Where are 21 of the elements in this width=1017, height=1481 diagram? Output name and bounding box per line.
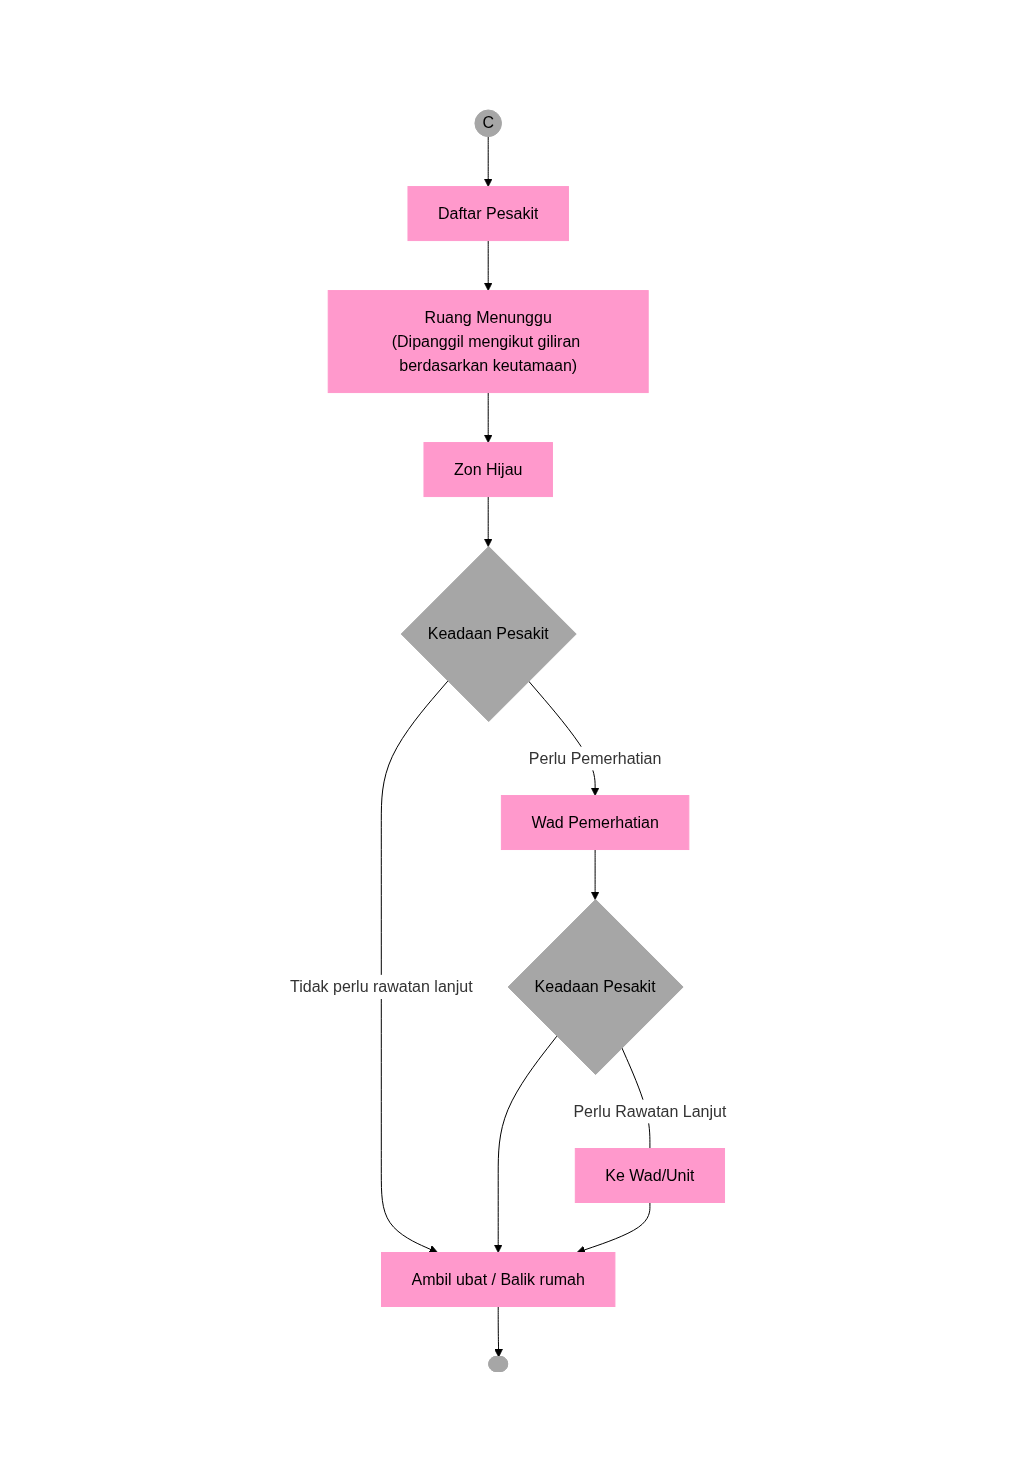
node-box: Wad Pemerhatian <box>501 794 690 850</box>
arrow <box>381 680 449 1254</box>
node-box: Ruang Menunggu (Dipanggil mengikut giliran berdasarkan keutamaan) <box>328 289 649 393</box>
edge-label: Perlu Pemerhatian <box>529 749 662 767</box>
edge-label: Perlu Rawatan Lanjut <box>573 1102 727 1120</box>
arrow <box>484 135 493 187</box>
node-box: Ke Wad/Unit <box>575 1147 726 1203</box>
arrow <box>591 848 600 900</box>
node-circle: C <box>474 109 503 137</box>
arrow <box>484 239 493 291</box>
node-box: Zon Hijau <box>423 441 554 497</box>
arrow <box>576 1201 651 1254</box>
node-box: Ambil ubat / Balik rumah <box>381 1251 616 1307</box>
arrow <box>484 495 493 547</box>
edge-label: Tidak perlu rawatan lanjut <box>290 977 473 995</box>
arrow <box>484 391 493 443</box>
node-diamond: Keadaan Pesakit <box>507 898 684 1075</box>
node-box: Daftar Pesakit <box>407 185 570 241</box>
node-diamond: Keadaan Pesakit <box>401 545 577 722</box>
arrow <box>494 1305 504 1358</box>
arrow <box>494 1035 558 1253</box>
